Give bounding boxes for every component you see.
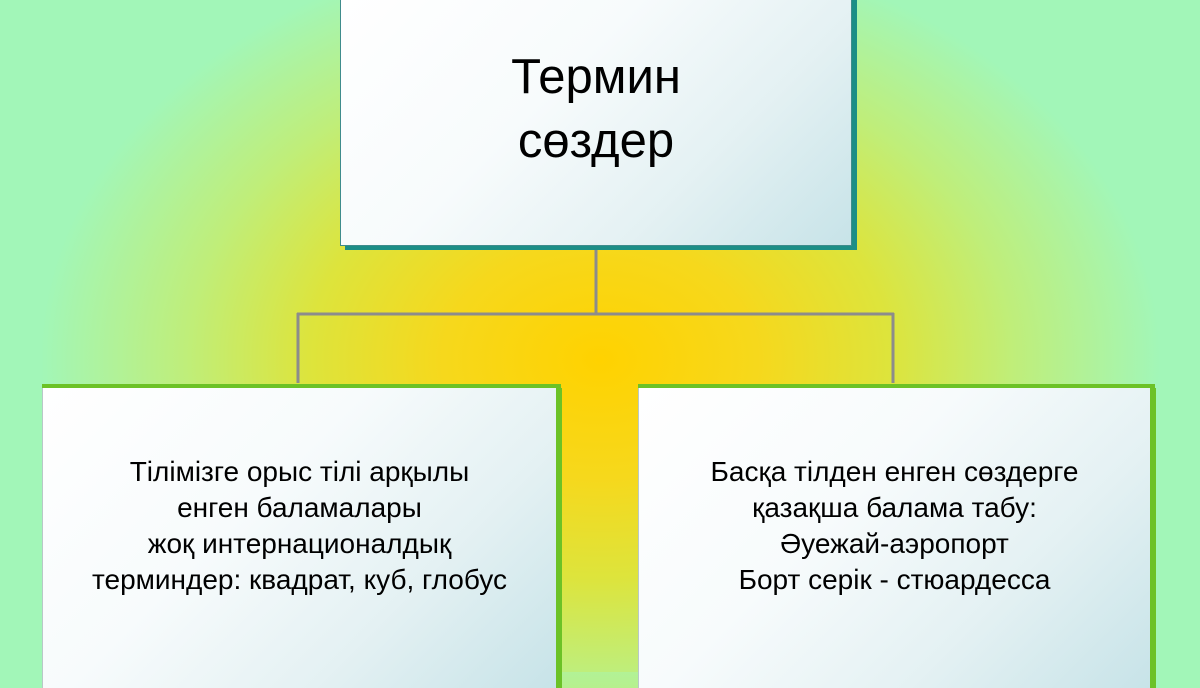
child-node-line: жоқ интернационалдық (147, 528, 452, 559)
child-node-right: Басқа тілден енген сөздерге қазақша бала… (638, 388, 1150, 688)
child-node-line: Басқа тілден енген сөздерге (710, 456, 1079, 487)
root-node-line: Термин (511, 50, 681, 104)
child-node-line: қазақша балама табу: (752, 492, 1037, 523)
root-node-text: Термин сөздер (511, 45, 681, 197)
slide: Термин сөздер Тілімізге орыс тілі арқылы… (42, 0, 1150, 688)
child-node-line: енген баламалары (177, 492, 422, 523)
child-node-left: Тілімізге орыс тілі арқылы енген баламал… (42, 388, 556, 688)
child-node-right-text: Басқа тілден енген сөздерге қазақша бала… (711, 454, 1079, 598)
child-node-left-text: Тілімізге орыс тілі арқылы енген баламал… (92, 454, 507, 598)
child-node-line: Борт серік - стюардесса (738, 564, 1051, 595)
root-node-line: сөздер (517, 114, 675, 168)
connector-lines (296, 246, 895, 383)
child-node-line: терминдер: квадрат, куб, глобус (92, 564, 507, 595)
child-node-line: Тілімізге орыс тілі арқылы (129, 456, 470, 487)
child-node-line: Әуежай-аэропорт (780, 528, 1009, 559)
root-node: Термин сөздер (340, 0, 852, 246)
